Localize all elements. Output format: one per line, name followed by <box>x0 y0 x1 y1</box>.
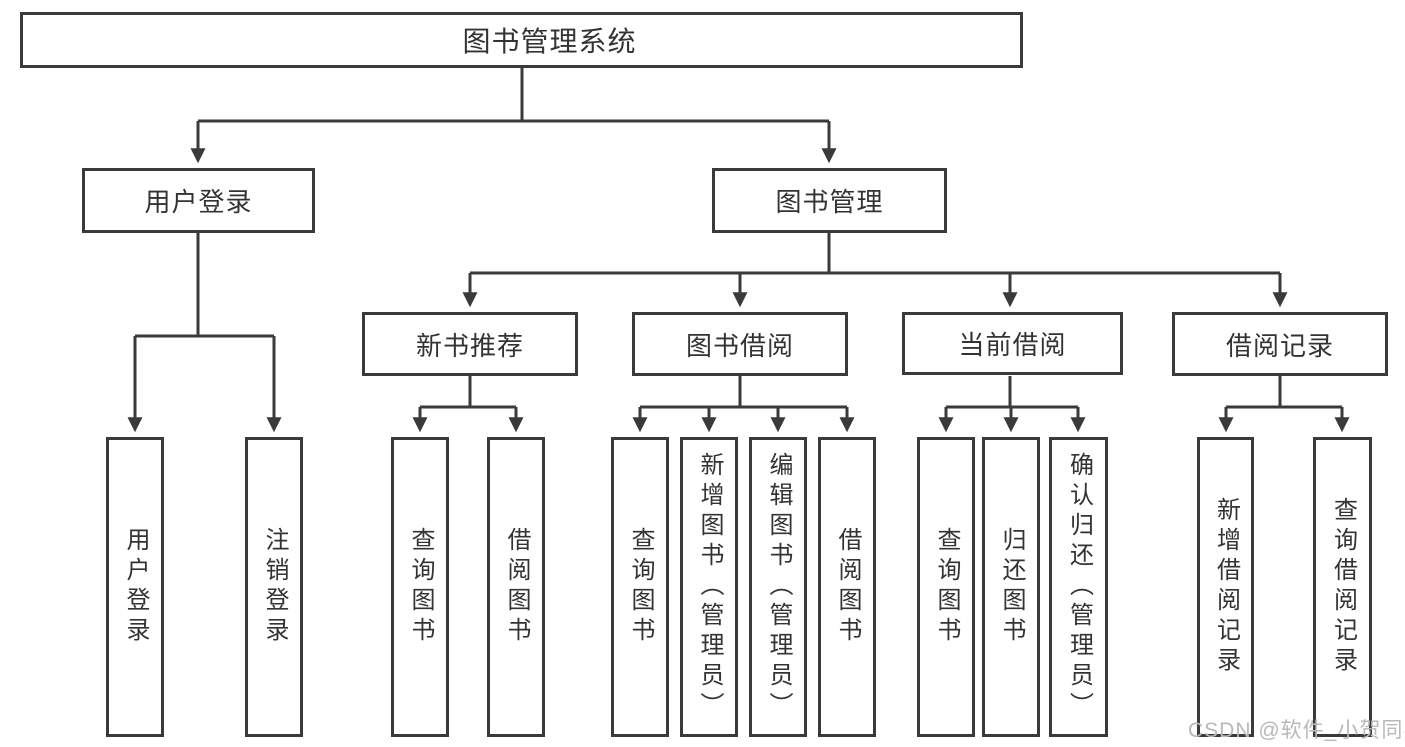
tree-branch-lines <box>135 68 1342 409</box>
leaf-cb-return-books: 归还图书 <box>982 437 1040 737</box>
arrowheads <box>127 121 1350 433</box>
leaf-cb-query-books: 查询图书 <box>917 437 975 737</box>
node-book-borrow: 图书借阅 <box>632 312 848 376</box>
leaf-cb-confirm-return-admin: 确认归还（管理员） <box>1049 437 1108 737</box>
leaf-bb-query-books: 查询图书 <box>611 437 669 737</box>
node-root-library-system: 图书管理系统 <box>20 12 1023 68</box>
leaf-br-query-record: 查询借阅记录 <box>1313 437 1372 737</box>
leaf-logout: 注销登录 <box>245 437 303 737</box>
leaf-bb-add-books-admin: 新增图书（管理员） <box>680 437 738 737</box>
leaf-nb-borrow-books: 借阅图书 <box>487 437 545 737</box>
leaf-bb-edit-books-admin: 编辑图书（管理员） <box>749 437 807 737</box>
leaf-user-login: 用户登录 <box>106 437 164 737</box>
node-book-management: 图书管理 <box>712 168 947 233</box>
leaf-br-add-record: 新增借阅记录 <box>1197 437 1254 737</box>
leaf-nb-query-books: 查询图书 <box>391 437 449 737</box>
node-new-book-recommend: 新书推荐 <box>362 312 578 376</box>
leaf-bb-borrow-books: 借阅图书 <box>818 437 876 737</box>
node-user-login: 用户登录 <box>82 168 315 233</box>
node-borrow-records: 借阅记录 <box>1172 312 1388 376</box>
csdn-watermark: CSDN @软件_小贺同学 <box>1188 719 1405 742</box>
node-current-borrow: 当前借阅 <box>902 312 1123 375</box>
